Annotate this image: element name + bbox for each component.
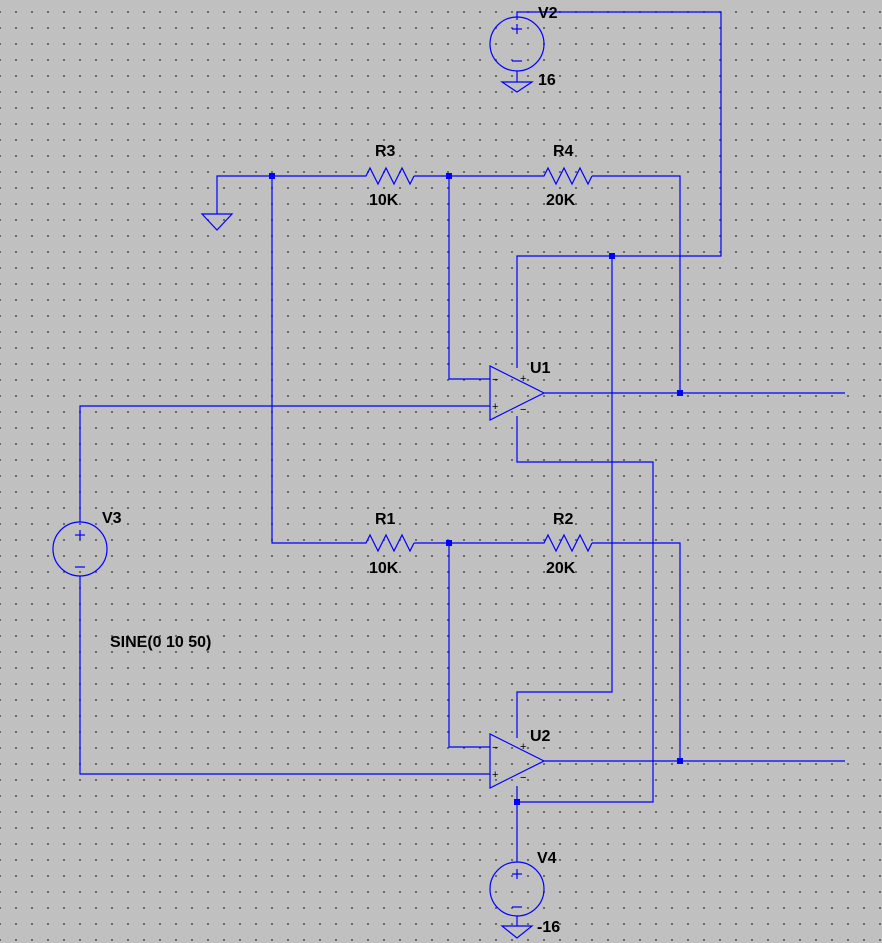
v4-value: -16	[537, 919, 560, 936]
u1-vplus-pin: +	[520, 373, 526, 385]
resistor-r3[interactable]	[360, 166, 415, 186]
opamp-triangle	[489, 365, 546, 421]
u1-label: U1	[530, 360, 551, 377]
r1-value: 10K	[369, 560, 399, 577]
ground-icon	[500, 81, 534, 93]
u2-minus-pin: −	[492, 742, 498, 754]
junction-dot	[446, 540, 452, 546]
opamp-u2[interactable]: − + + −	[489, 733, 546, 789]
r4-value: 20K	[546, 192, 576, 209]
junction-dot	[514, 799, 520, 805]
ground-icon	[200, 213, 234, 231]
v2-label: V2	[538, 5, 558, 22]
r1-label: R1	[375, 511, 396, 528]
opamp-triangle	[489, 733, 546, 789]
v3-value: SINE(0 10 50)	[110, 634, 211, 651]
resistor-r1[interactable]	[360, 533, 415, 553]
opamp-u1[interactable]: − + + −	[489, 365, 546, 421]
v4-label: V4	[537, 850, 557, 867]
wire-vplus-rail-u2[interactable]	[516, 256, 613, 738]
junction-dot	[677, 758, 683, 764]
wire-gnd-r3[interactable]	[216, 175, 360, 214]
voltage-source-v3[interactable]	[52, 521, 108, 577]
r2-label: R2	[553, 511, 574, 528]
u2-vminus-pin: −	[520, 772, 526, 784]
junctions	[269, 173, 683, 805]
voltage-source-v4[interactable]	[489, 861, 545, 939]
wire-node-u2-minus[interactable]	[448, 543, 490, 748]
wire-v2-to-u1-vplus[interactable]	[516, 11, 722, 368]
wire-r3-r1-link[interactable]	[271, 176, 360, 544]
junction-dot	[269, 173, 275, 179]
wire-r4-out1[interactable]	[592, 175, 681, 393]
junction-dot	[677, 390, 683, 396]
v2-value: 16	[538, 72, 556, 89]
resistor-r4[interactable]	[538, 166, 593, 186]
u2-vplus-pin: +	[520, 741, 526, 753]
u1-minus-pin: −	[492, 374, 498, 386]
wires	[79, 11, 845, 862]
voltage-source-v2[interactable]	[489, 16, 545, 93]
r4-label: R4	[553, 143, 574, 160]
junction-dot	[446, 173, 452, 179]
v3-label: V3	[102, 510, 122, 527]
r3-label: R3	[375, 143, 396, 160]
wire-r2-out2[interactable]	[592, 542, 681, 761]
wire-node-u1-minus[interactable]	[448, 176, 490, 380]
source-circle	[52, 521, 108, 577]
u2-plus-pin: +	[492, 769, 498, 781]
junction-dot	[609, 253, 615, 259]
ground-icon	[500, 925, 534, 939]
r3-value: 10K	[369, 192, 399, 209]
wire-v3-u2-plus[interactable]	[79, 576, 490, 775]
u2-label: U2	[530, 728, 551, 745]
u1-vminus-pin: −	[520, 404, 526, 416]
u1-plus-pin: +	[492, 401, 498, 413]
wire-v3-u1-plus[interactable]	[79, 405, 490, 522]
r2-value: 20K	[546, 560, 576, 577]
resistor-r2[interactable]	[538, 533, 593, 553]
wire-u1-vminus-rail[interactable]	[516, 416, 654, 803]
